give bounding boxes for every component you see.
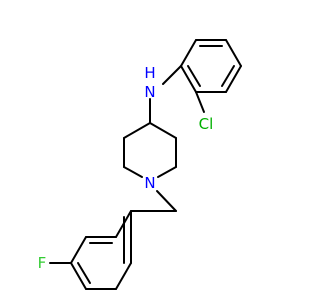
piperidine-ring — [123, 98, 177, 178]
nh-aryl-bond — [162, 65, 182, 85]
molecule-drawing: N H N Cl F — [38, 39, 242, 290]
chlorophenyl-ring — [180, 39, 242, 93]
c-cl-bond — [195, 91, 205, 113]
n-ch2-bond — [156, 190, 177, 212]
fluorine-label: F — [38, 254, 47, 272]
molecule-structure-canvas: N H N Cl F — [38, 39, 242, 290]
amine-nitrogen-label: N — [144, 83, 155, 101]
fluorophenyl-ring — [70, 210, 132, 290]
chlorine-label: Cl — [199, 115, 214, 133]
amine-hydrogen-label: H — [144, 64, 155, 82]
piperidine-nitrogen-label: N — [144, 174, 155, 192]
